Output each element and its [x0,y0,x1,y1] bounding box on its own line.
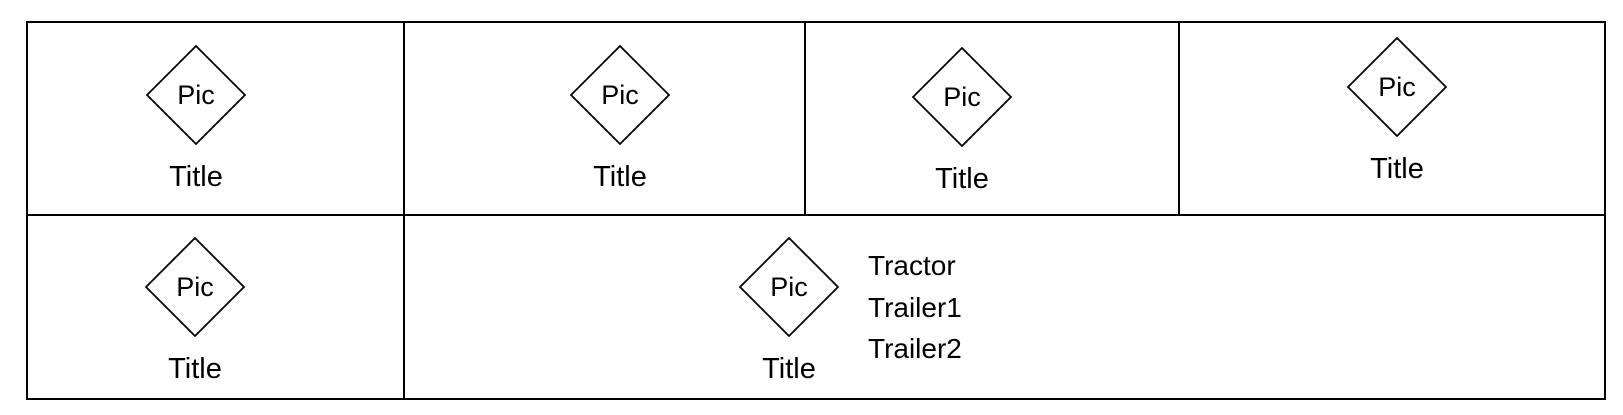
pic-placeholder: Pic [570,45,670,145]
cell-4: Pic Title [1327,37,1467,187]
pic-label: Pic [770,272,808,302]
cell-title: Title [169,161,223,193]
cell-6: Pic Title [719,237,859,387]
column-divider-2 [804,21,806,216]
cell-5: Pic Title [125,237,265,387]
pic-placeholder: Pic [1347,37,1447,137]
row-divider [26,214,1606,216]
pic-label: Pic [176,272,214,302]
cell-title: Title [762,353,816,385]
pic-placeholder: Pic [739,237,839,337]
cell-3: Pic Title [892,47,1032,197]
vehicle-item-trailer2: Trailer2 [868,333,962,364]
column-divider-1 [403,21,405,400]
vehicle-item-trailer1: Trailer1 [868,291,962,323]
pic-label: Pic [601,80,639,110]
cell-title: Title [593,161,647,193]
cell-1: Pic Title [126,45,266,195]
diagram-frame [26,21,1606,400]
diamond-shape [739,237,839,337]
diamond-shape [570,45,670,145]
diamond-shape [145,237,245,337]
cell-title: Title [935,163,989,195]
diamond-shape [912,47,1012,147]
diamond-shape [1347,37,1447,137]
vehicle-list: Tractor Trailer1 Trailer2 [868,245,962,370]
column-divider-3 [1178,21,1180,216]
vehicle-item-tractor: Tractor [868,250,956,281]
cell-2: Pic Title [550,45,690,195]
pic-placeholder: Pic [145,237,245,337]
pic-label: Pic [943,82,981,112]
pic-placeholder: Pic [912,47,1012,147]
pic-label: Pic [177,80,215,110]
pic-placeholder: Pic [146,45,246,145]
pic-label: Pic [1378,72,1416,102]
diamond-shape [146,45,246,145]
cell-title: Title [1370,153,1424,185]
cell-title: Title [168,353,222,385]
